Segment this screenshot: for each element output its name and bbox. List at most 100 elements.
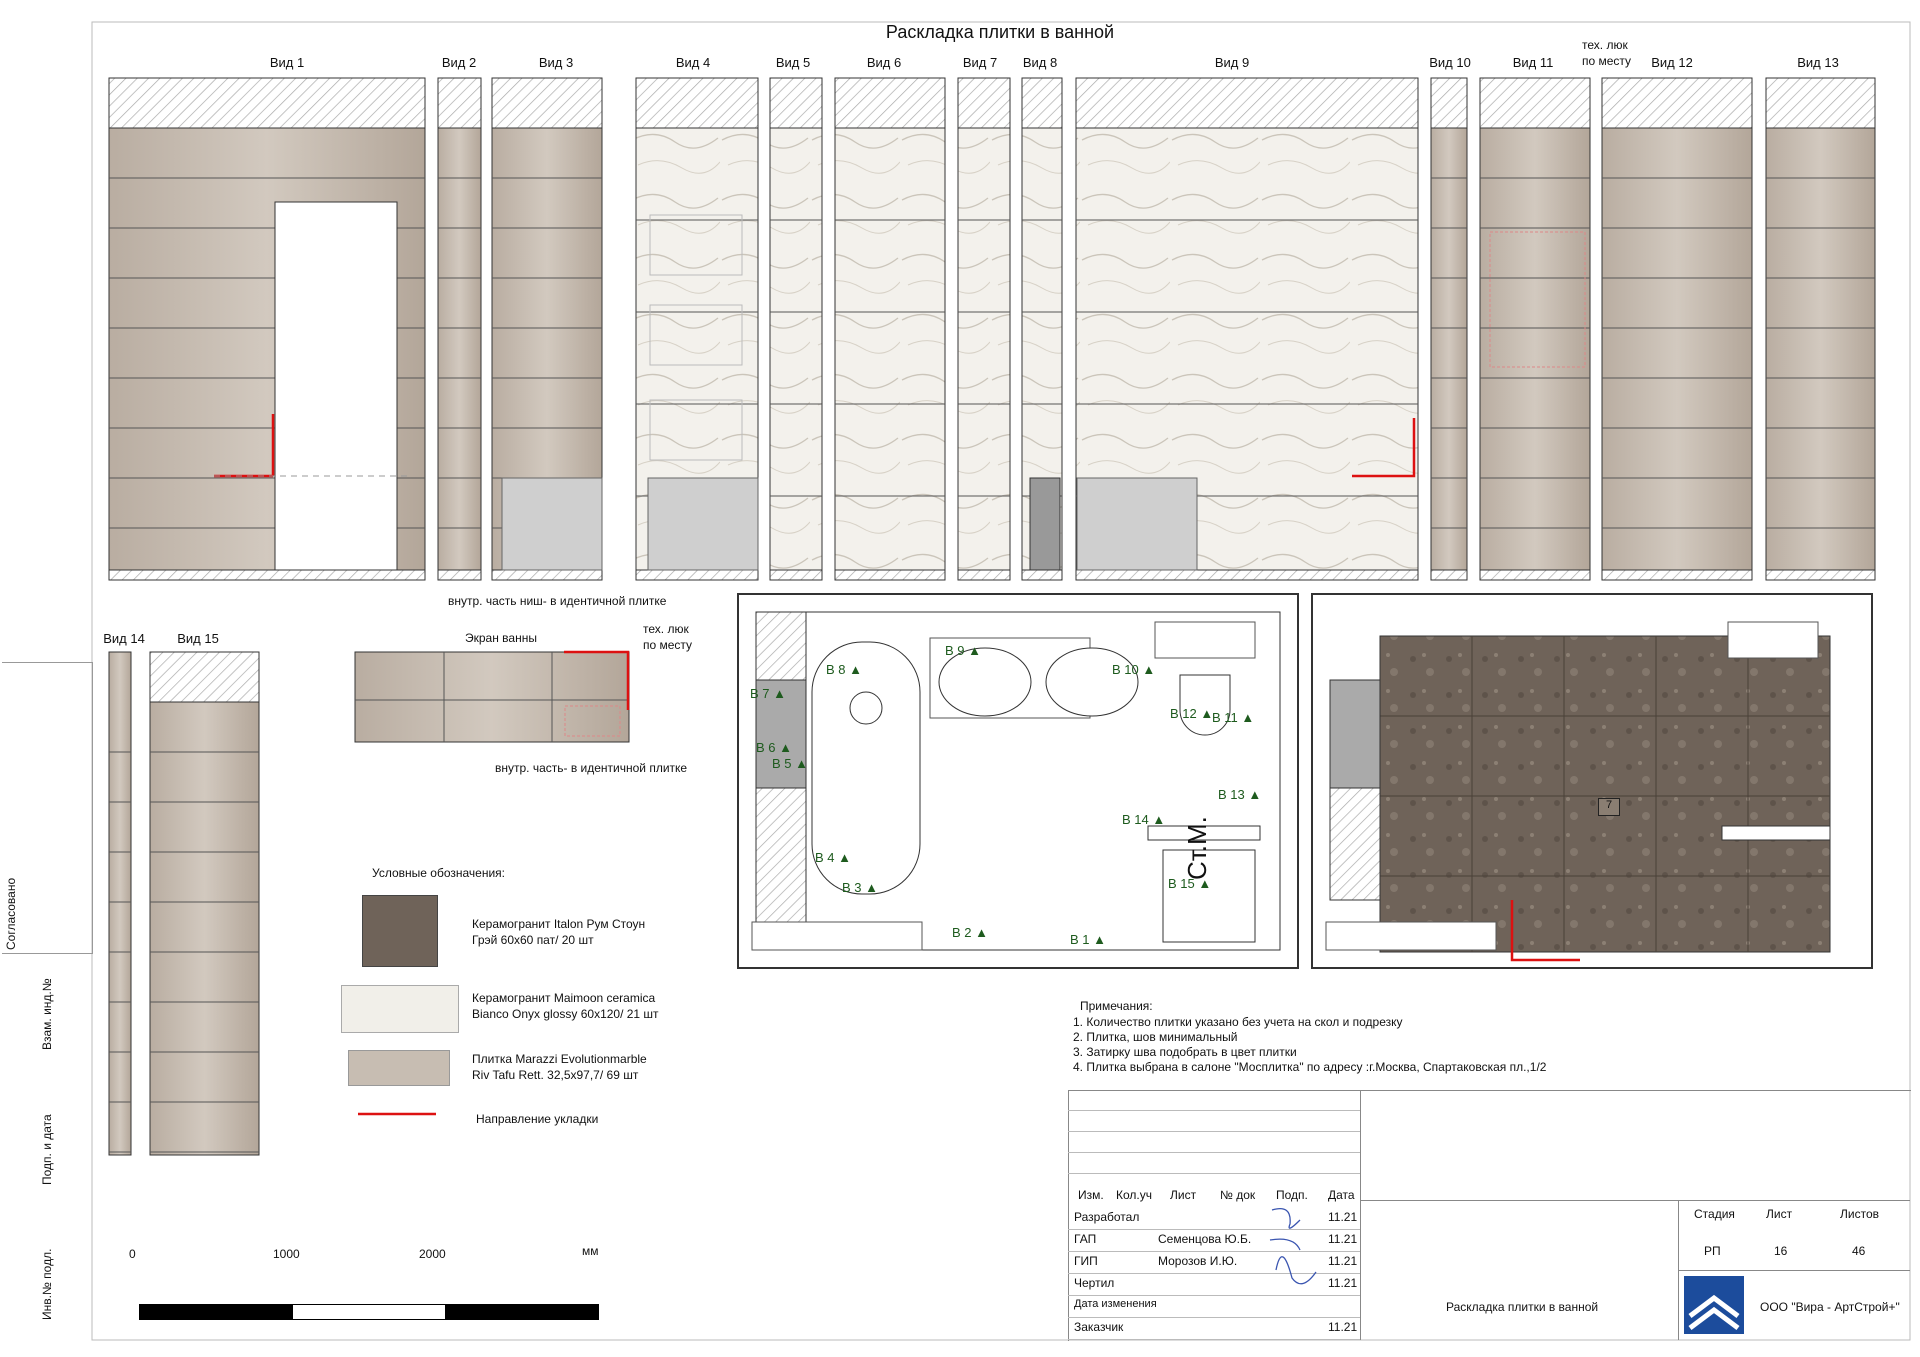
plan-marker-label: В 2 (952, 925, 972, 940)
tb-header-4: № док (1220, 1188, 1256, 1202)
elevation-5-base (769, 569, 823, 581)
plan-marker-label: В 13 (1218, 787, 1245, 802)
view-label-14: Вид 14 (103, 631, 145, 646)
plan-marker-label: В 14 (1122, 812, 1149, 827)
tb-header-3: Лист (1170, 1188, 1197, 1202)
elevation-7-base (957, 569, 1011, 581)
arrow-floor (1510, 900, 1580, 962)
niche-1 (649, 214, 743, 276)
plan-marker-triangle-icon: ▲ (1244, 787, 1262, 802)
plan-marker-12: В 12 ▲ (1170, 706, 1213, 721)
elevation-6-base (834, 569, 946, 581)
plan-sink-2 (1045, 647, 1139, 717)
legend-heading: Условные обозначения: (372, 866, 505, 880)
tb-row-3-name: Морозов И.Ю. (1158, 1254, 1238, 1268)
elevation-10-base (1430, 569, 1468, 581)
tb-header-1: Изм. (1078, 1188, 1104, 1202)
stamp-inv: Инв.№ подл. (40, 1248, 54, 1320)
elevation-13-base (1765, 569, 1876, 581)
door-opening (274, 201, 398, 571)
floor-bench (1325, 921, 1497, 951)
elevation-10-hatch (1430, 77, 1468, 129)
logo-chevrons-icon (1688, 1294, 1740, 1330)
tb-row-line (1068, 1295, 1360, 1296)
elevation-13-hatch (1765, 77, 1876, 129)
stage-header: Стадия (1694, 1207, 1735, 1221)
elevation-10-tiles (1430, 127, 1468, 571)
scale-unit: мм (582, 1244, 599, 1258)
view-label-8: Вид 8 (1022, 55, 1058, 70)
stamp-box (2, 662, 93, 954)
elevation-11-base (1479, 569, 1591, 581)
elevation-9-base (1075, 569, 1419, 581)
tech-hatch-outline (1489, 231, 1586, 368)
elevation-4-base (635, 569, 759, 581)
hatch-screen-line1: тех. люк (643, 622, 689, 636)
hatch-note-top-line2: по месту (1582, 54, 1632, 68)
tb-row-line (1068, 1229, 1360, 1230)
elevation-7-hatch (957, 77, 1011, 129)
plan-marker-label: В 3 (842, 880, 862, 895)
note-1: 1. Количество плитки указано без учета н… (1073, 1015, 1403, 1029)
note-2: 2. Плитка, шов минимальный (1073, 1030, 1238, 1044)
plan-washer (1162, 849, 1256, 943)
tb-row-1-date: 11.21 (1328, 1210, 1358, 1224)
plan-marker-triangle-icon: ▲ (964, 643, 981, 658)
plan-bench (751, 921, 923, 951)
elevation-6-hatch (834, 77, 946, 129)
view-label-12: Вид 12 (1651, 55, 1693, 70)
legend-swatch-onyx (341, 985, 459, 1033)
elevation-5-hatch (769, 77, 823, 129)
plan-marker-triangle-icon: ▲ (861, 880, 878, 895)
niche-2 (649, 304, 743, 366)
drawing-title: Раскладка плитки в ванной (885, 22, 1115, 42)
floor-hatch (1329, 787, 1381, 901)
plan-bathtub (811, 641, 921, 895)
plan-marker-label: В 11 (1212, 710, 1238, 725)
tb-row-line (1068, 1339, 1360, 1340)
stage-value: РП (1704, 1244, 1721, 1258)
tb-row-line (1068, 1251, 1360, 1252)
tb-header-6: Дата (1328, 1188, 1355, 1202)
plan-marker-6: В 6 ▲ (756, 740, 792, 755)
plan-marker-label: В 10 (1112, 662, 1139, 677)
plan-marker-triangle-icon: ▲ (1089, 932, 1106, 947)
scale-bar (139, 1304, 599, 1320)
plan-marker-15: В 15 ▲ (1168, 876, 1211, 891)
plan-marker-triangle-icon: ▲ (1148, 812, 1166, 827)
plan-marker-2: В 2 ▲ (952, 925, 988, 940)
elevation-1-hatch (108, 77, 426, 129)
plan-marker-triangle-icon: ▲ (834, 850, 851, 865)
plan-marker-triangle-icon: ▲ (1237, 710, 1255, 725)
elevation-13-tiles (1765, 127, 1876, 571)
plan-marker-triangle-icon: ▲ (1138, 662, 1156, 677)
sheet-header: Лист (1766, 1207, 1793, 1221)
legend-item-2-line2: Bianco Onyx glossy 60x120/ 21 шт (472, 1007, 659, 1021)
elevation-7-tiles (957, 127, 1011, 571)
tb-header-5: Подп. (1276, 1188, 1308, 1202)
bath-front-2 (647, 477, 759, 571)
view-label-4: Вид 4 (675, 55, 711, 70)
view-label-9: Вид 9 (1214, 55, 1250, 70)
tb-row-6-role: Заказчик (1074, 1320, 1124, 1334)
plan-bath-drain (849, 691, 883, 725)
plan-marker-label: В 9 (945, 643, 965, 658)
view-label-7: Вид 7 (962, 55, 998, 70)
floor-shelf (1721, 825, 1831, 841)
tb-row-5-role: Дата изменения (1074, 1298, 1157, 1310)
bath-screen (354, 651, 630, 743)
title-block-grid (1068, 1090, 1360, 1190)
plan-marker-label: В 8 (826, 662, 846, 677)
bath-front-3 (1076, 477, 1198, 571)
elevation-2-base (437, 569, 482, 581)
screen-hatch-outline (564, 705, 621, 737)
elevation-8-base (1021, 569, 1063, 581)
legend-swatch-beige (348, 1050, 450, 1086)
view-label-2: Вид 2 (441, 55, 477, 70)
sheets-value: 46 (1852, 1244, 1866, 1258)
plan-marker-triangle-icon: ▲ (1194, 876, 1212, 891)
niches-note: внутр. часть ниш- в идентичной плитке (448, 594, 667, 608)
plan-marker-11: В 11 ▲ (1212, 710, 1254, 725)
plan-marker-triangle-icon: ▲ (971, 925, 988, 940)
